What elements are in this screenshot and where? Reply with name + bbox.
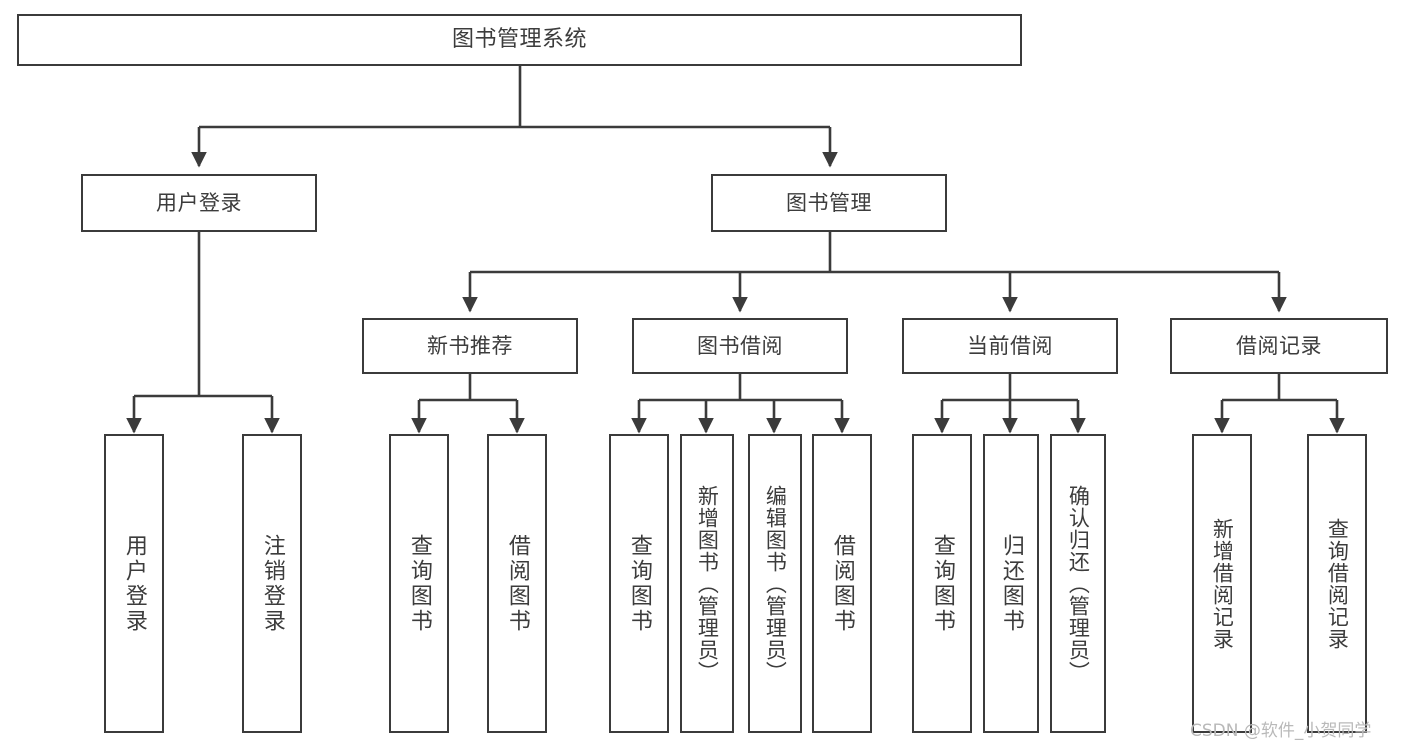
- node-leaf-logout[interactable]: 注销登录: [242, 434, 302, 733]
- node-leaf-edit-book-admin[interactable]: 编辑图书（管理员）: [748, 434, 802, 733]
- node-current-borrow[interactable]: 当前借阅: [902, 318, 1118, 374]
- node-leaf-add-book-admin[interactable]: 新增图书（管理员）: [680, 434, 734, 733]
- node-leaf-borrow-book[interactable]: 借阅图书: [812, 434, 872, 733]
- node-leaf-add-borrow-record-label: 新增借阅记录: [1210, 517, 1235, 650]
- node-leaf-query-book-recommend[interactable]: 查询图书: [389, 434, 449, 733]
- node-leaf-edit-book-admin-label: 编辑图书（管理员）: [763, 484, 788, 683]
- node-root-label: 图书管理系统: [451, 27, 587, 53]
- node-borrow-record-label: 借阅记录: [1236, 333, 1322, 358]
- node-leaf-query-borrow-record[interactable]: 查询借阅记录: [1307, 434, 1367, 733]
- node-user-login-label: 用户登录: [156, 190, 242, 215]
- node-leaf-query-book-recommend-label: 查询图书: [406, 533, 432, 634]
- node-book-management-label: 图书管理: [786, 190, 872, 215]
- node-new-book-recommend[interactable]: 新书推荐: [362, 318, 578, 374]
- node-leaf-borrow-book-label: 借阅图书: [829, 533, 855, 634]
- node-book-management[interactable]: 图书管理: [711, 174, 947, 232]
- node-root-book-management-system[interactable]: 图书管理系统: [17, 14, 1022, 66]
- node-current-borrow-label: 当前借阅: [967, 333, 1053, 358]
- node-leaf-borrow-book-recommend[interactable]: 借阅图书: [487, 434, 547, 733]
- node-book-borrow[interactable]: 图书借阅: [632, 318, 848, 374]
- node-leaf-confirm-return-admin-label: 确认归还（管理员）: [1066, 484, 1091, 683]
- node-leaf-query-book-borrow-label: 查询图书: [626, 533, 652, 634]
- node-leaf-confirm-return-admin[interactable]: 确认归还（管理员）: [1050, 434, 1106, 733]
- node-borrow-record[interactable]: 借阅记录: [1170, 318, 1388, 374]
- csdn-watermark: CSDN @软件_小贺同学: [1190, 721, 1372, 741]
- node-user-login[interactable]: 用户登录: [81, 174, 317, 232]
- node-leaf-query-book-borrow[interactable]: 查询图书: [609, 434, 669, 733]
- node-leaf-add-book-admin-label: 新增图书（管理员）: [695, 484, 720, 683]
- node-leaf-query-borrow-record-label: 查询借阅记录: [1325, 517, 1350, 650]
- node-book-borrow-label: 图书借阅: [697, 333, 783, 358]
- node-leaf-query-book-current-label: 查询图书: [929, 533, 955, 634]
- node-leaf-user-login-label: 用户登录: [121, 533, 147, 634]
- node-new-book-recommend-label: 新书推荐: [427, 333, 513, 358]
- node-leaf-return-book[interactable]: 归还图书: [983, 434, 1039, 733]
- node-leaf-query-book-current[interactable]: 查询图书: [912, 434, 972, 733]
- node-leaf-return-book-label: 归还图书: [998, 533, 1024, 634]
- node-leaf-add-borrow-record[interactable]: 新增借阅记录: [1192, 434, 1252, 733]
- node-leaf-logout-label: 注销登录: [259, 533, 285, 634]
- node-leaf-borrow-book-recommend-label: 借阅图书: [504, 533, 530, 634]
- node-leaf-user-login[interactable]: 用户登录: [104, 434, 164, 733]
